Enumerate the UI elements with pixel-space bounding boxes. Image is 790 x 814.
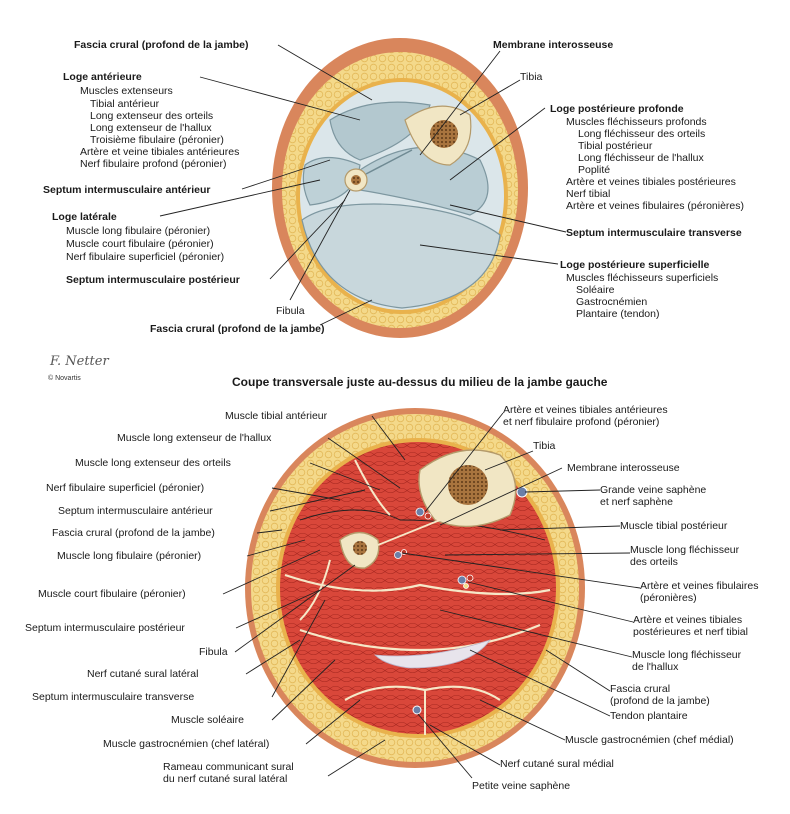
top-label-fibularis-brevis: Muscle court fibulaire (péronier) bbox=[66, 238, 214, 250]
top-label-popliteus: Poplité bbox=[578, 164, 610, 176]
top-label-anterior-tibial-vessels: Artère et veine tibiales antérieures bbox=[80, 146, 239, 158]
bottom-cross-section bbox=[245, 408, 585, 768]
label-extensor-hallucis-longus: Muscle long extenseur de l'hallux bbox=[117, 432, 272, 444]
top-label-posterior-septum: Septum intermusculaire postérieur bbox=[66, 274, 240, 286]
label-extensor-digitorum-longus: Muscle long extenseur des orteils bbox=[75, 457, 231, 469]
bottom-title: Coupe transversale juste au-dessus du mi… bbox=[232, 375, 608, 389]
label-interosseous-membrane: Membrane interosseuse bbox=[567, 462, 680, 474]
label-fibular-vessels-1: Artère et veines fibulaires bbox=[640, 580, 758, 592]
top-label-fascia-crural-2: Fascia crural (profond de la jambe) bbox=[150, 323, 324, 335]
label-fascia-crural-right-2: (profond de la jambe) bbox=[610, 695, 710, 707]
label-gastrocnemius-medial: Muscle gastrocnémien (chef médial) bbox=[565, 734, 734, 746]
label-fascia-crural-right-1: Fascia crural bbox=[610, 683, 670, 695]
top-label-anterior-septum: Septum intermusculaire antérieur bbox=[43, 184, 210, 196]
top-label-gastrocnemius: Gastrocnémien bbox=[576, 296, 647, 308]
top-label-tibialis-anterior: Tibial antérieur bbox=[90, 98, 160, 110]
top-label-fibular-vessels: Artère et veines fibulaires (péronières) bbox=[566, 200, 744, 212]
top-label-extensor-muscles: Muscles extenseurs bbox=[80, 85, 173, 97]
label-fibular-vessels-2: (péronières) bbox=[640, 592, 697, 604]
top-label-fascia-crural-1: Fascia crural (profond de la jambe) bbox=[74, 39, 248, 51]
label-flexor-hallucis-longus-2: de l'hallux bbox=[632, 661, 679, 673]
label-transverse-septum: Septum intermusculaire transverse bbox=[32, 691, 194, 703]
top-label-deep-fibular-nerve: Nerf fibulaire profond (péronier) bbox=[80, 158, 227, 170]
label-anterior-tibial-vessels-1: Artère et veines tibiales antérieures bbox=[503, 404, 668, 416]
label-soleus: Muscle soléaire bbox=[171, 714, 244, 726]
label-fibularis-brevis: Muscle court fibulaire (péronier) bbox=[38, 588, 186, 600]
label-great-saphenous-vein-2: et nerf saphène bbox=[600, 496, 673, 508]
label-anterior-septum: Septum intermusculaire antérieur bbox=[58, 505, 213, 517]
top-label-fibularis-longus: Muscle long fibulaire (péronier) bbox=[66, 225, 210, 237]
top-label-flexor-hallucis-longus: Long fléchisseur de l'hallux bbox=[578, 152, 704, 164]
bottom-fibula-marrow bbox=[353, 541, 367, 555]
top-label-tibialis-posterior: Tibial postérieur bbox=[578, 140, 653, 152]
label-posterior-tibial-vessels-1: Artère et veines tibiales bbox=[633, 614, 742, 626]
label-small-saphenous-vein: Petite veine saphène bbox=[472, 780, 570, 792]
label-flexor-digitorum-longus-2: des orteils bbox=[630, 556, 678, 568]
top-label-superficial-flexor-muscles: Muscles fléchisseurs superficiels bbox=[566, 272, 718, 284]
top-cross-section bbox=[272, 38, 528, 338]
label-sural-communicating-branch-1: Rameau communicant sural bbox=[163, 761, 294, 773]
top-label-fibularis-tertius: Troisième fibulaire (péronier) bbox=[90, 134, 224, 146]
label-lateral-sural-cutaneous-nerve: Nerf cutané sural latéral bbox=[87, 668, 198, 680]
label-tibia: Tibia bbox=[533, 440, 556, 452]
label-posterior-septum: Septum intermusculaire postérieur bbox=[25, 622, 185, 634]
top-label-tibial-nerve: Nerf tibial bbox=[566, 188, 610, 200]
label-plantaris-tendon: Tendon plantaire bbox=[610, 710, 688, 722]
top-fibula-marrow bbox=[351, 175, 361, 185]
top-label-ext-hallucis-longus: Long extenseur de l'hallux bbox=[90, 122, 212, 134]
bottom-tibia-marrow bbox=[448, 465, 488, 505]
label-flexor-digitorum-longus-1: Muscle long fléchisseur bbox=[630, 544, 740, 556]
signature-text: F. Netter bbox=[49, 354, 109, 369]
label-anterior-tibial-vessels-2: et nerf fibulaire profond (péronier) bbox=[503, 416, 659, 428]
netter-signature: F. Netter © Novartis bbox=[48, 354, 109, 382]
bottom-small-saphenous-vein bbox=[413, 706, 421, 714]
label-gastrocnemius-lateral: Muscle gastrocnémien (chef latéral) bbox=[103, 738, 269, 750]
label-great-saphenous-vein-1: Grande veine saphène bbox=[600, 484, 706, 496]
top-label-superficial-fibular-nerve: Nerf fibulaire superficiel (péronier) bbox=[66, 251, 224, 263]
top-label-lateral-compartment: Loge latérale bbox=[52, 211, 117, 223]
top-label-fibula: Fibula bbox=[276, 305, 305, 317]
label-flexor-hallucis-longus-1: Muscle long fléchisseur bbox=[632, 649, 742, 661]
copyright-text: © Novartis bbox=[48, 374, 81, 382]
top-label-interosseous-membrane: Membrane interosseuse bbox=[493, 39, 613, 51]
label-fascia-crural: Fascia crural (profond de la jambe) bbox=[52, 527, 215, 539]
top-label-deep-flexor-muscles: Muscles fléchisseurs profonds bbox=[566, 116, 707, 128]
top-label-anterior-compartment: Loge antérieure bbox=[63, 71, 142, 83]
label-tibialis-anterior: Muscle tibial antérieur bbox=[225, 410, 328, 422]
top-label-plantaris-tendon: Plantaire (tendon) bbox=[576, 308, 659, 320]
top-label-flexor-digitorum-longus: Long fléchisseur des orteils bbox=[578, 128, 705, 140]
label-medial-sural-cutaneous-nerve: Nerf cutané sural médial bbox=[500, 758, 614, 770]
label-fibularis-longus: Muscle long fibulaire (péronier) bbox=[57, 550, 201, 562]
top-label-superficial-posterior-compartment: Loge postérieure superficielle bbox=[560, 259, 710, 271]
top-label-tibia: Tibia bbox=[520, 71, 543, 83]
top-label-ext-digitorum-longus: Long extenseur des orteils bbox=[90, 110, 213, 122]
label-tibialis-posterior: Muscle tibial postérieur bbox=[620, 520, 728, 532]
top-label-transverse-septum: Septum intermusculaire transverse bbox=[566, 227, 742, 239]
top-label-posterior-tibial-vessels: Artère et veines tibiales postérieures bbox=[566, 176, 736, 188]
top-label-soleus: Soléaire bbox=[576, 284, 615, 296]
label-sural-communicating-branch-2: du nerf cutané sural latéral bbox=[163, 773, 287, 785]
label-fibula: Fibula bbox=[199, 646, 228, 658]
label-superficial-fibular-nerve: Nerf fibulaire superficiel (péronier) bbox=[46, 482, 204, 494]
top-label-deep-posterior-compartment: Loge postérieure profonde bbox=[550, 103, 684, 115]
label-posterior-tibial-vessels-2: postérieures et nerf tibial bbox=[633, 626, 748, 638]
